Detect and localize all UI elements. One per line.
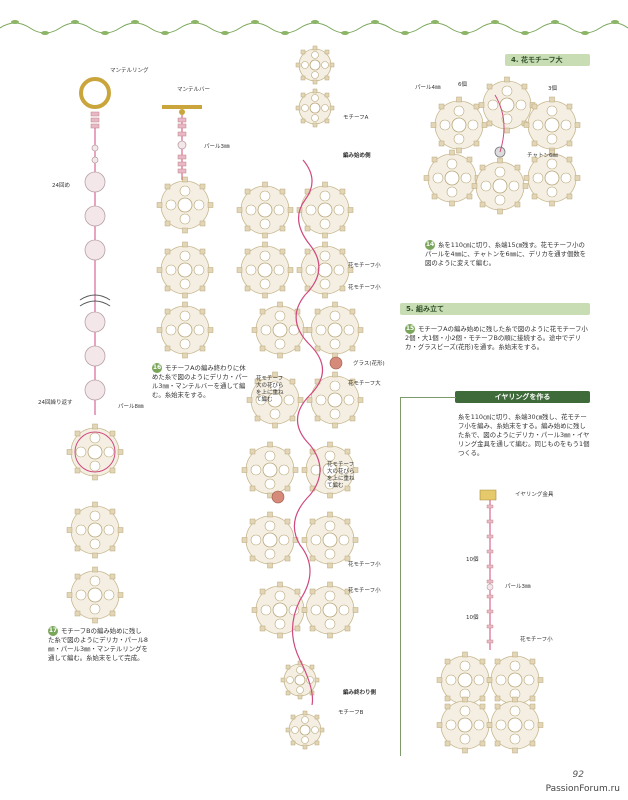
section-header-4: 4. 花モチーフ大 — [505, 54, 590, 66]
label-motif-small-4: 花モチーフ小 — [348, 588, 381, 594]
label-pearl8-a: パール8㎜ — [118, 404, 144, 410]
label-chaton: チャトン6㎜ — [527, 153, 558, 159]
label-n24-b: 24回繰り返す — [38, 400, 73, 406]
section-header-5: 5. 組み立て — [400, 303, 590, 315]
label-motif-small-e: 花モチーフ小 — [520, 637, 553, 643]
label-motif-small-1: 花モチーフ小 — [348, 263, 381, 269]
label-n10-b: 10個 — [466, 615, 479, 621]
label-overlap-2: 花モチーフ大の花びらを上に重ねて編む — [327, 462, 355, 489]
label-motif-large: 花モチーフ大 — [348, 381, 381, 387]
step-14-text: 糸を110㎝に切り、糸端15㎝残す。花モチーフ小のパールを4㎜に、チャトンを6㎜… — [425, 241, 587, 267]
step-16-number: 16 — [152, 363, 162, 373]
step-15-text: モチーフAの編み始めに残した糸で図のように花モチーフ小2個・大1個・小2個・モチ… — [405, 325, 588, 351]
label-motif-a: モチーフA — [343, 115, 369, 121]
step-15-number: 15 — [405, 324, 415, 334]
vine-border — [0, 20, 628, 35]
earring-instructions: 糸を110㎝に切り、糸端30㎝残し、花モチーフ小を編み、糸始末をする。編み始めに… — [458, 413, 590, 457]
page-number: 92 — [572, 770, 584, 780]
section-header-earring: イヤリングを作る — [455, 391, 590, 403]
label-n24-a: 24回め — [52, 183, 70, 189]
label-motif-b: モチーフB — [338, 710, 364, 716]
label-n10-a: 10個 — [466, 557, 479, 563]
step-14-number: 14 — [425, 240, 435, 250]
label-pearl4: パール4㎜ — [415, 85, 441, 91]
label-n6: 6個 — [458, 82, 467, 88]
step-17-number: 17 — [48, 626, 58, 636]
step-17-text: モチーフBの編み始めに残した糸で図のようにデリカ・パール8㎜・パール3㎜・マンテ… — [48, 627, 148, 662]
label-earring-fitting: イヤリング金具 — [515, 492, 554, 498]
label-motif-small-2: 花モチーフ小 — [348, 285, 381, 291]
label-mantel-ring: マンテルリング — [110, 68, 149, 74]
watermark: PassionForum.ru — [545, 784, 620, 794]
label-end-side: 編み終わり側 — [343, 690, 377, 696]
label-motif-small-3: 花モチーフ小 — [348, 562, 381, 568]
earring-frame — [400, 397, 456, 756]
label-overlap-1: 花モチーフ大の花びらを上に重ねて編む — [256, 376, 284, 403]
label-mantel-bar: マンテルバー — [177, 87, 211, 93]
step-16-text: モチーフAの編み終わりに休めた糸で図のようにデリカ・パール3㎜・マンテルバーを通… — [152, 364, 248, 399]
label-start-side: 編み始め側 — [343, 153, 371, 159]
label-pearl3-b: パール3㎜ — [505, 584, 531, 590]
label-pearl3-a: パール3㎜ — [204, 144, 230, 150]
label-glass-bead: グラス(花形) — [353, 361, 385, 367]
label-n3: 3個 — [548, 86, 557, 92]
